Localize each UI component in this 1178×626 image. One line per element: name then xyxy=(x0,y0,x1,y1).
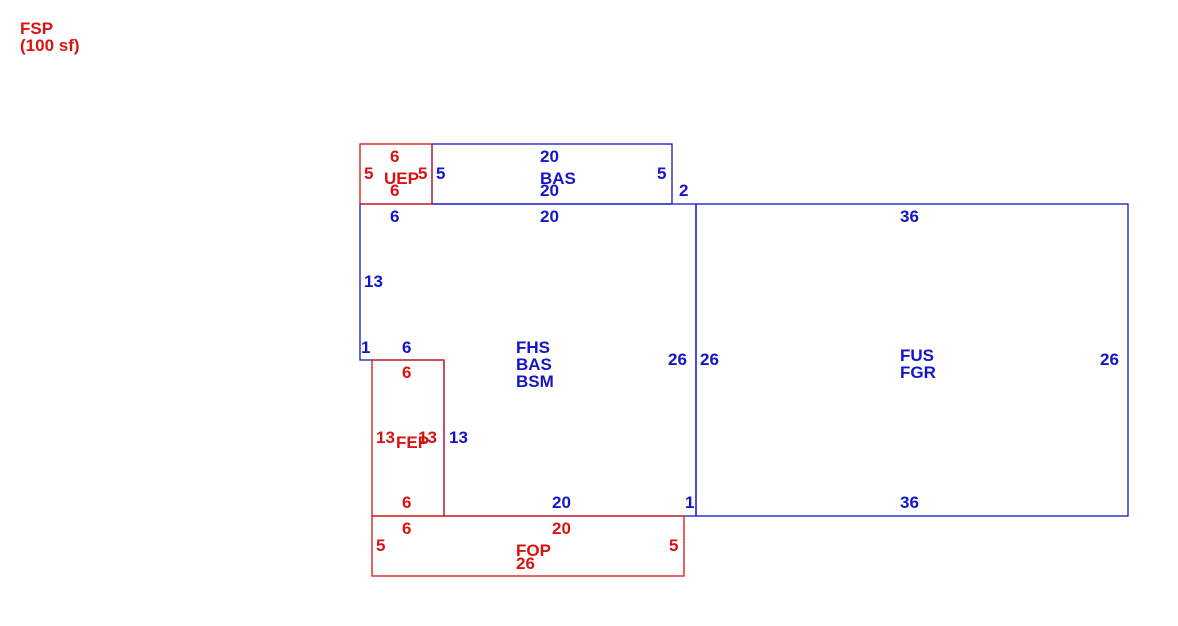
bas-top-dim-left: 5 xyxy=(436,164,445,183)
main-dim-inner-left: 13 xyxy=(449,428,468,447)
garage-dim-top: 36 xyxy=(900,207,919,226)
fop-dim-left: 5 xyxy=(376,536,385,555)
main-dim-top-left: 6 xyxy=(390,207,399,226)
main-code-3: BSM xyxy=(516,372,554,391)
fep-dim-bottom: 6 xyxy=(402,493,411,512)
uep-dim-bottom: 6 xyxy=(390,181,399,200)
main-code-1: FHS xyxy=(516,338,550,357)
bas-top-dim-top: 20 xyxy=(540,147,559,166)
uep-dim-right: 5 xyxy=(418,164,427,183)
bas-top-dim-bottom: 20 xyxy=(540,181,559,200)
uep-dim-left: 5 xyxy=(364,164,373,183)
garage-dim-bottom: 36 xyxy=(900,493,919,512)
bas-top-code: BAS xyxy=(540,169,576,188)
fop-dim-bottom: 26 xyxy=(516,554,535,573)
uep-dim-top: 6 xyxy=(390,147,399,166)
main-dim-left: 13 xyxy=(364,272,383,291)
main-dim-bottom: 20 xyxy=(552,493,571,512)
garage-code-2: FGR xyxy=(900,363,936,382)
fep-dim-left: 13 xyxy=(376,428,395,447)
bas-top-dim-right: 5 xyxy=(657,164,666,183)
bas-top-dim-offset: 2 xyxy=(679,181,688,200)
uep-code: UEP xyxy=(384,169,419,188)
fep-code: FEP xyxy=(396,433,429,452)
main-dim-bottom-right: 1 xyxy=(685,493,694,512)
fop-outline xyxy=(371,515,685,577)
main-dim-top: 20 xyxy=(540,207,559,226)
garage-dim-left: 26 xyxy=(700,350,719,369)
legend-area: (100 sf) xyxy=(20,36,80,55)
fop-dim-right: 5 xyxy=(669,536,678,555)
garage-dim-right: 26 xyxy=(1100,350,1119,369)
fop-code: FOP xyxy=(516,541,551,560)
fep-dim-right: 13 xyxy=(418,428,437,447)
uep-outline xyxy=(359,143,433,205)
main-dim-notch-left: 1 xyxy=(361,338,370,357)
fop-dim-top: 20 xyxy=(552,519,571,538)
garage-outline xyxy=(695,203,1129,517)
main-code-2: BAS xyxy=(516,355,552,374)
legend-code: FSP xyxy=(20,19,53,38)
main-dim-notch-top: 6 xyxy=(402,338,411,357)
garage-code-1: FUS xyxy=(900,346,934,365)
main-dim-right: 26 xyxy=(668,350,687,369)
fop-dim-top-left: 6 xyxy=(402,519,411,538)
fep-dim-top: 6 xyxy=(402,363,411,382)
